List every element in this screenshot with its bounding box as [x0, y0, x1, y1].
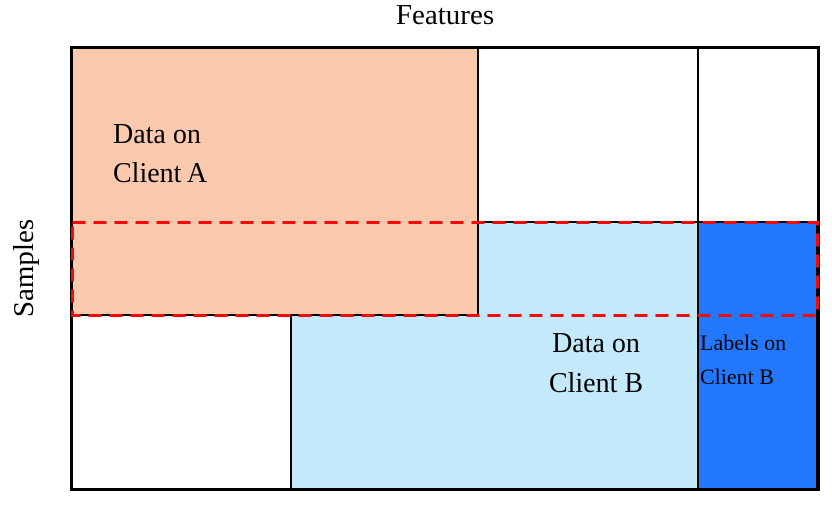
label-column-divider-line — [697, 47, 699, 224]
dataset-matrix-border — [70, 46, 820, 491]
samples-axis-label: Samples — [8, 218, 40, 318]
client-b-labels-label-line2: Client B — [700, 364, 774, 389]
client-b-labels-label-line1: Labels on — [700, 330, 787, 355]
client-b-data-label-line1: Data on — [552, 328, 640, 359]
client-a-data-label-line1: Data on — [113, 119, 201, 150]
features-axis-label: Features — [395, 0, 495, 31]
client-b-data-label-line2: Client B — [548, 368, 644, 399]
client-b-data-label: Data on Client B — [520, 324, 672, 404]
client-a-data-label: Data on Client A — [113, 115, 207, 193]
client-a-data-label-line2: Client A — [113, 158, 208, 189]
client-b-labels-label: Labels on Client B — [700, 326, 817, 394]
